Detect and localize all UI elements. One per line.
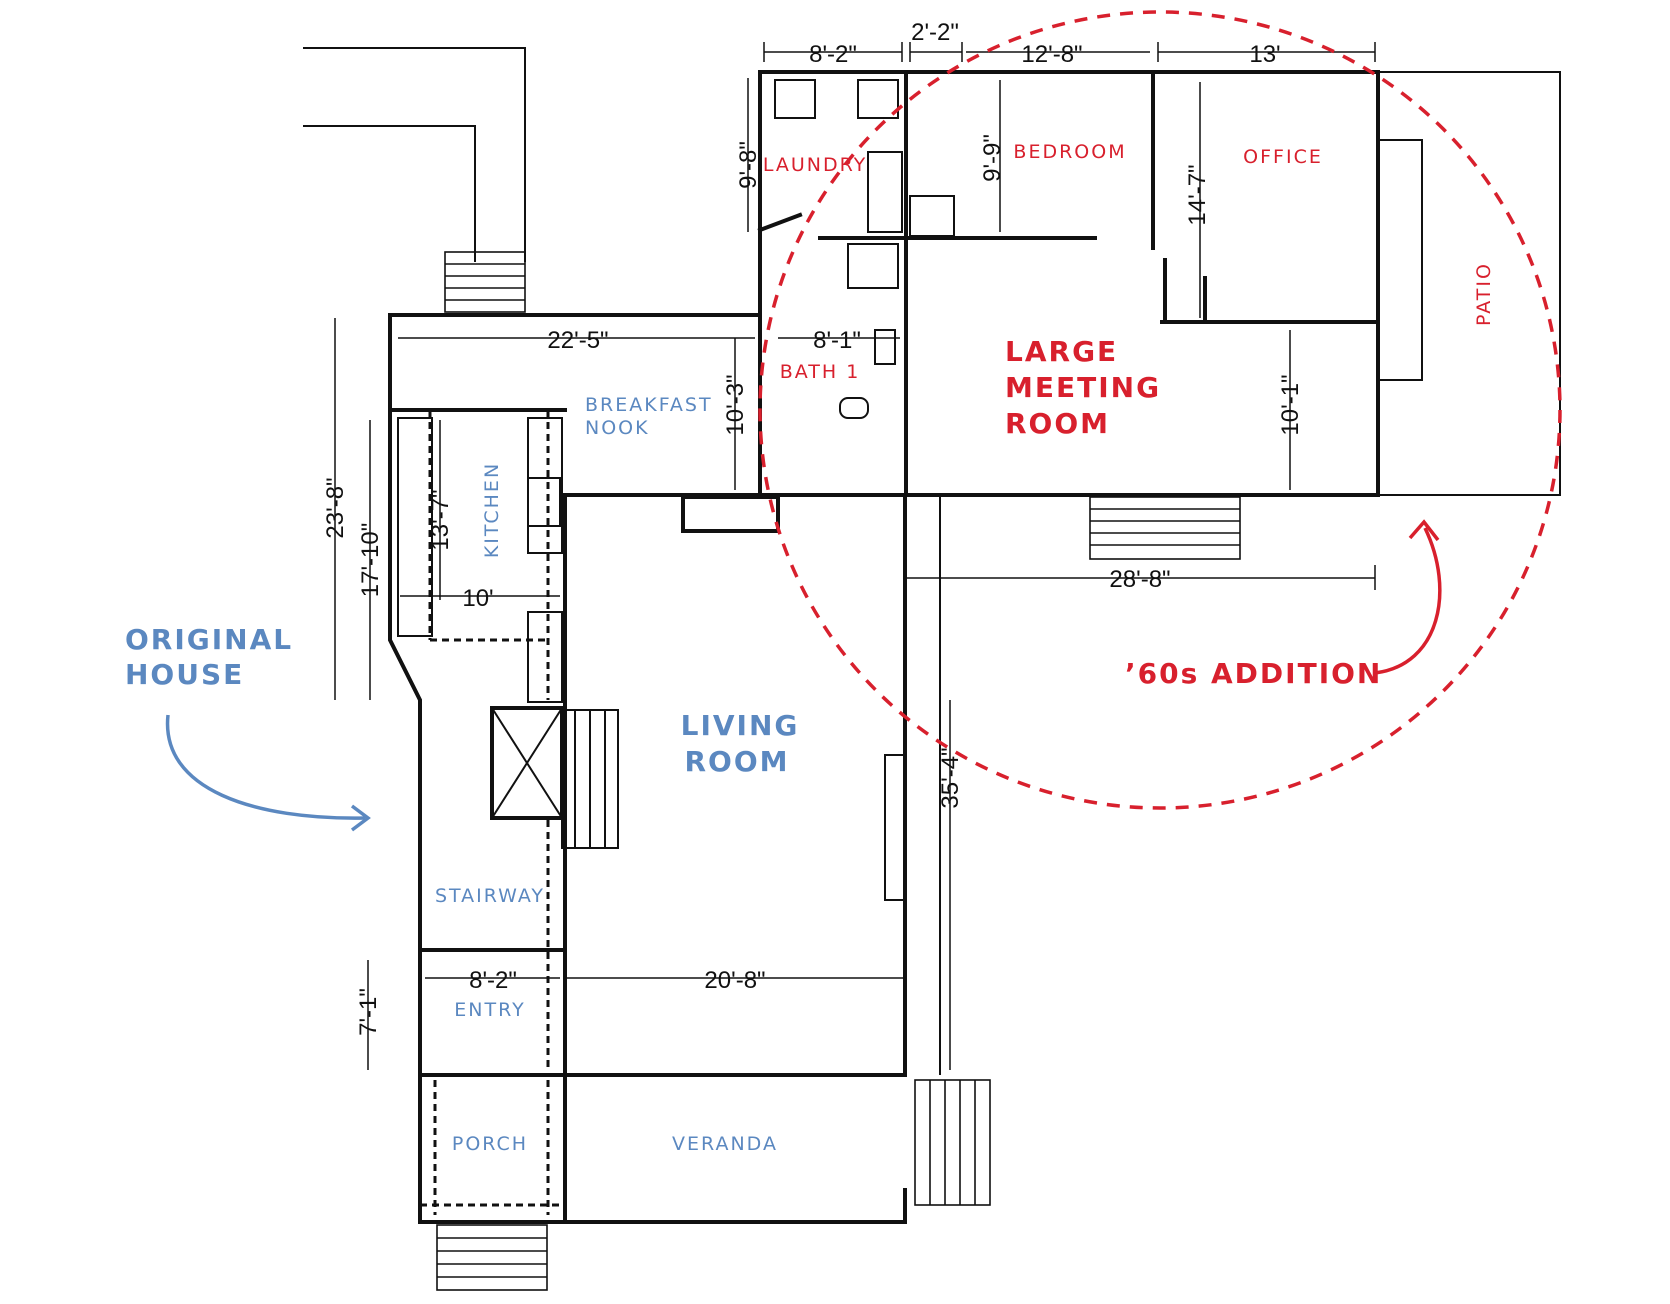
dim-entry-width: 8'-2"	[469, 967, 517, 994]
room-kitchen: KITCHEN	[481, 462, 503, 558]
sink-fixture	[874, 329, 896, 365]
dim-house-depth-upper: 23'-8"	[322, 477, 349, 538]
dim-meeting-depth: 10'-1"	[1277, 374, 1304, 435]
walls	[303, 47, 1561, 1224]
stairs	[436, 251, 1241, 1291]
room-meeting-line3: ROOM	[1005, 407, 1110, 440]
room-meeting-line2: MEETING	[1005, 371, 1161, 404]
room-stairway: STAIRWAY	[435, 885, 545, 907]
dim-bedroom-depth: 9'-9"	[979, 134, 1006, 182]
dim-office-width: 13'	[1249, 41, 1280, 68]
dryer-fixture	[857, 79, 899, 119]
dim-living-depth: 35'-4"	[937, 747, 964, 808]
room-veranda: VERANDA	[672, 1133, 778, 1155]
room-laundry: LAUNDRY	[763, 154, 867, 176]
dim-bedroom-width: 12'-8"	[1021, 41, 1082, 68]
dim-entry-depth: 7'-1"	[355, 988, 382, 1036]
addition-label: ’60s ADDITION	[1125, 657, 1382, 690]
room-bedroom: BEDROOM	[1013, 141, 1126, 163]
room-living-line2: ROOM	[684, 745, 789, 778]
dim-hall-width: 2'-2"	[911, 19, 959, 46]
room-bath: BATH 1	[780, 361, 861, 383]
toilet-fixture	[839, 397, 869, 419]
dim-kitchen-width: 10'	[462, 585, 493, 612]
original-room-labels: BREAKFAST NOOK KITCHEN LIVING ROOM STAIR…	[435, 394, 800, 1155]
dim-office-depth: 14'-7"	[1184, 164, 1211, 225]
room-porch: PORCH	[452, 1133, 528, 1155]
original-label-line1: ORIGINAL	[125, 623, 293, 656]
room-nook-line2: NOOK	[585, 417, 650, 439]
room-living-line1: LIVING	[681, 709, 800, 742]
dimension-lines	[334, 42, 1376, 1070]
dim-living-width: 20'-8"	[704, 967, 765, 994]
closet-box	[909, 195, 955, 237]
room-patio: PATIO	[1473, 262, 1495, 326]
closet-shelf	[867, 151, 903, 233]
dim-nook-depth: 10'-3"	[722, 374, 749, 435]
stove-fixture	[527, 477, 561, 527]
original-arrow	[165, 714, 366, 820]
addition-highlight-circle	[758, 10, 1562, 810]
addition-callout: ’60s ADDITION	[758, 10, 1562, 810]
dim-laundry-width: 8'-2"	[809, 41, 857, 68]
dimension-labels: 8'-2" 2'-2" 12'-8" 13' 9'-8" 9'-9" 14'-7…	[322, 19, 1304, 1036]
washer-fixture	[774, 79, 816, 119]
dim-addition-width: 28'-8"	[1109, 566, 1170, 593]
addition-arrow	[1374, 527, 1442, 675]
room-entry: ENTRY	[454, 999, 525, 1021]
dim-house-depth-lower: 17'-10"	[357, 523, 384, 597]
shower-fixture	[847, 243, 899, 289]
dim-bath-width: 8'-1"	[813, 327, 861, 354]
dim-laundry-depth: 9'-8"	[735, 141, 762, 189]
room-meeting-line1: LARGE	[1005, 335, 1118, 368]
original-callout: ORIGINAL HOUSE	[125, 623, 371, 832]
original-label-line2: HOUSE	[125, 658, 244, 691]
room-nook-line1: BREAKFAST	[585, 394, 713, 416]
dim-kitchen-length: 13'-7"	[427, 489, 454, 550]
room-office: OFFICE	[1243, 146, 1323, 168]
dim-nook-width: 22'-5"	[547, 327, 608, 354]
addition-room-labels: LAUNDRY BEDROOM OFFICE PATIO LARGE MEETI…	[763, 141, 1495, 440]
